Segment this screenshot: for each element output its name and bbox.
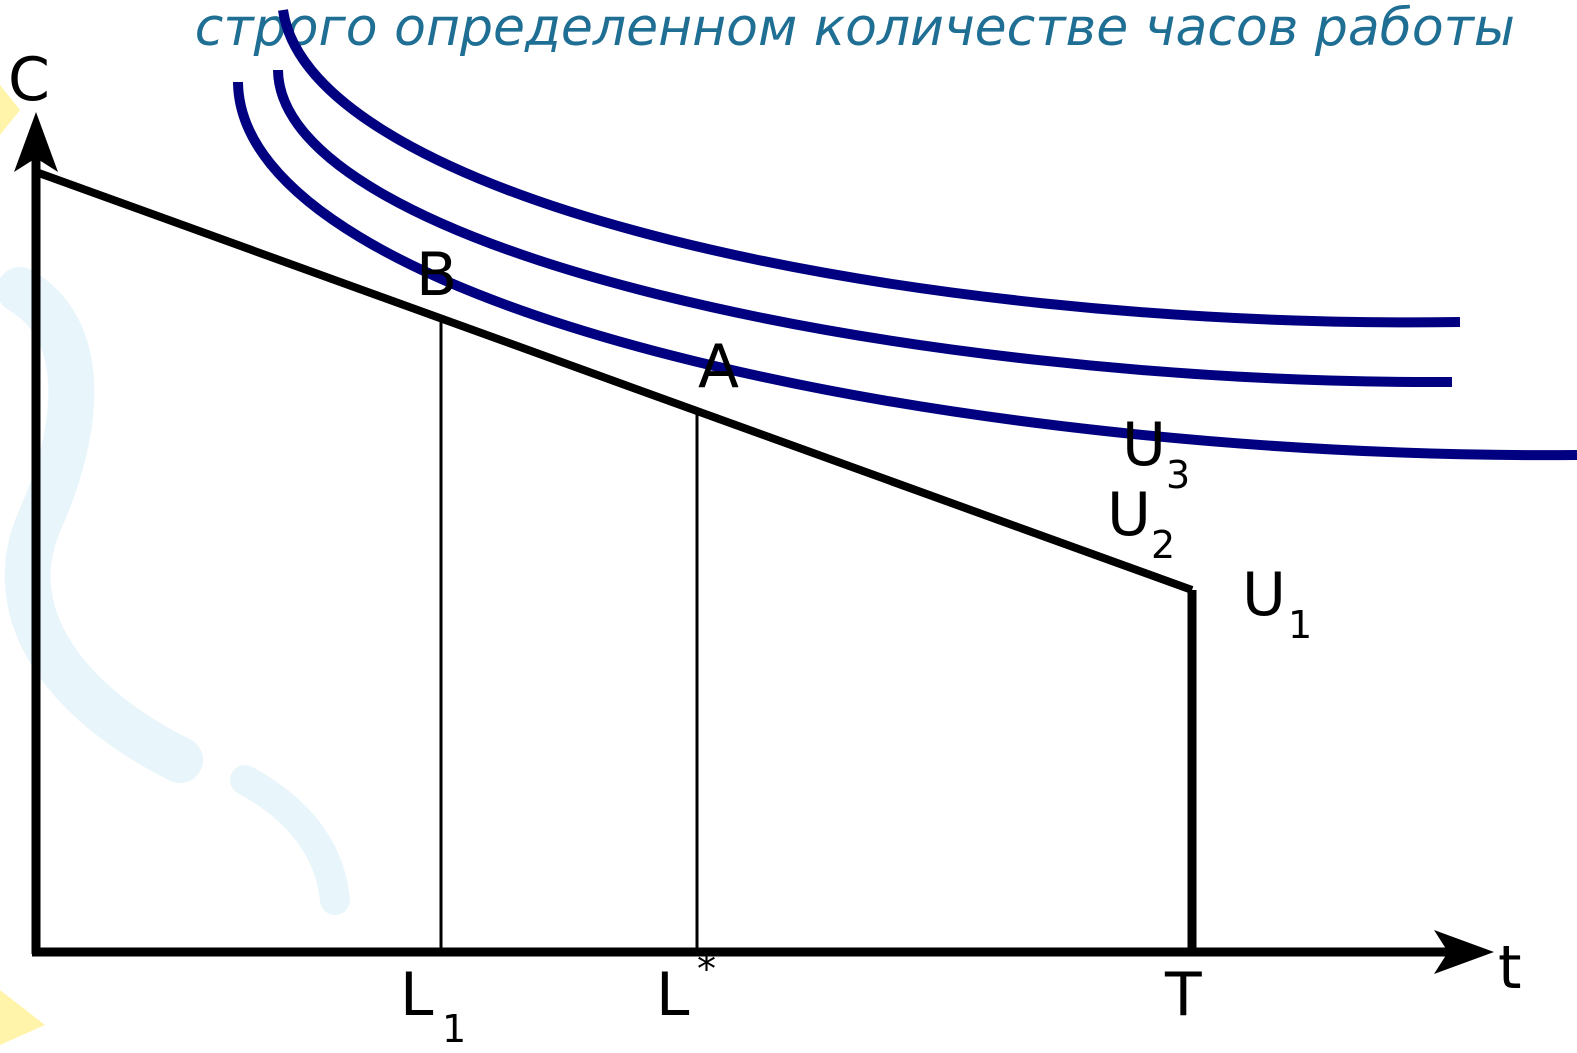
projection-lines xyxy=(439,320,699,952)
watermark-swirl xyxy=(0,267,203,783)
curve-label-u2: U 2 xyxy=(1107,480,1175,567)
curve-label-u1-main: U xyxy=(1242,560,1286,630)
x-axis-arrowhead xyxy=(1434,930,1494,974)
y-axis-label: C xyxy=(8,45,50,115)
budget-constraint xyxy=(34,168,1197,952)
indifference-curves xyxy=(233,9,1577,461)
tick-label-l1-sub: 1 xyxy=(442,1007,466,1051)
axes xyxy=(14,112,1494,974)
tick-label-lstar-sup: * xyxy=(697,947,716,991)
watermark-accent-top xyxy=(0,85,20,135)
tick-label-t: T xyxy=(1164,960,1202,1030)
tick-label-l1-main: L xyxy=(400,960,434,1030)
indifference-curve-u1 xyxy=(233,81,1577,461)
diagram-title: строго определенном количестве часов раб… xyxy=(195,0,1515,58)
curve-label-u2-sub: 2 xyxy=(1151,523,1175,567)
y-axis-arrowhead xyxy=(14,112,58,172)
indifference-curve-u3 xyxy=(278,9,1461,328)
indifference-curve-u2 xyxy=(273,69,1453,388)
watermark-swirl-lower xyxy=(230,765,350,915)
background-watermark xyxy=(0,85,350,1045)
tick-label-l1: L 1 xyxy=(400,960,466,1051)
point-label-b: B xyxy=(416,240,457,310)
x-axis-label: t xyxy=(1498,933,1522,1003)
curve-label-u2-main: U xyxy=(1107,480,1151,550)
budget-line xyxy=(34,168,1194,594)
curve-label-u1: U 1 xyxy=(1242,560,1312,647)
watermark-accent-bottom xyxy=(0,990,45,1045)
tick-label-lstar-main: L xyxy=(656,960,690,1030)
curve-label-u3-main: U xyxy=(1122,410,1166,480)
curve-label-u3: U 3 xyxy=(1122,410,1190,497)
point-label-a: A xyxy=(698,332,739,402)
curve-label-u3-sub: 3 xyxy=(1166,453,1190,497)
tick-label-lstar: L * xyxy=(656,947,716,1030)
curve-label-u1-sub: 1 xyxy=(1288,603,1312,647)
